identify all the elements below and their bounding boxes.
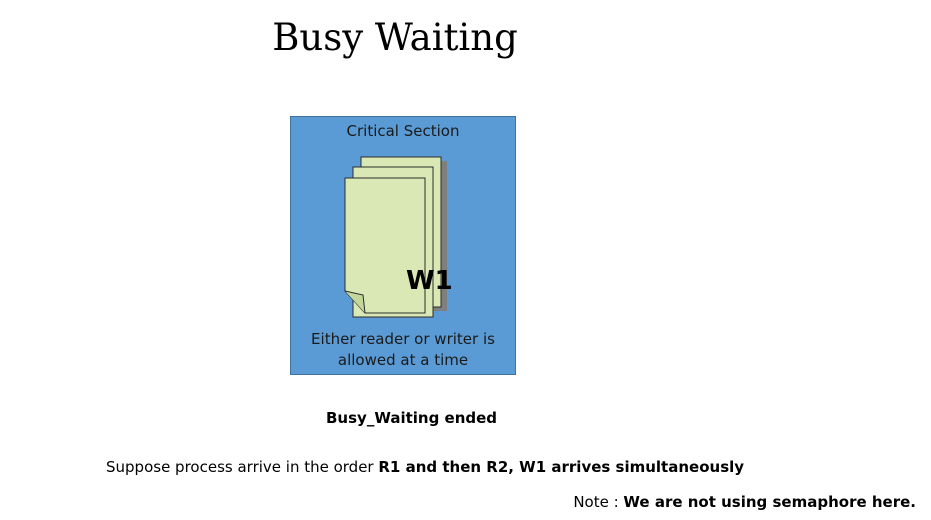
document-stack-icon <box>344 156 447 318</box>
order-prefix: Suppose process arrive in the order <box>106 458 379 476</box>
critical-section-footer: Either reader or writer is allowed at a … <box>291 329 515 371</box>
order-emphasis: R1 and then R2, W1 arrives simultaneousl… <box>378 458 745 476</box>
note-emphasis: We are not using semaphore here. <box>623 493 916 511</box>
document-label-w1: W1 <box>406 266 453 296</box>
critical-section-label: Critical Section <box>346 122 460 140</box>
footer-line-2: allowed at a time <box>337 351 469 369</box>
page-title: Busy Waiting <box>272 16 518 59</box>
status-text: Busy_Waiting ended <box>326 409 498 427</box>
note-label: Note : <box>573 493 624 511</box>
critical-section-box: Critical Section W1 Either reader or wri… <box>290 116 516 375</box>
note-text: Note : We are not using semaphore here. <box>573 493 916 511</box>
multi-document-icon: W1 <box>343 155 453 329</box>
order-description: Suppose process arrive in the order R1 a… <box>106 458 744 476</box>
footer-line-1: Either reader or writer is <box>311 330 495 348</box>
